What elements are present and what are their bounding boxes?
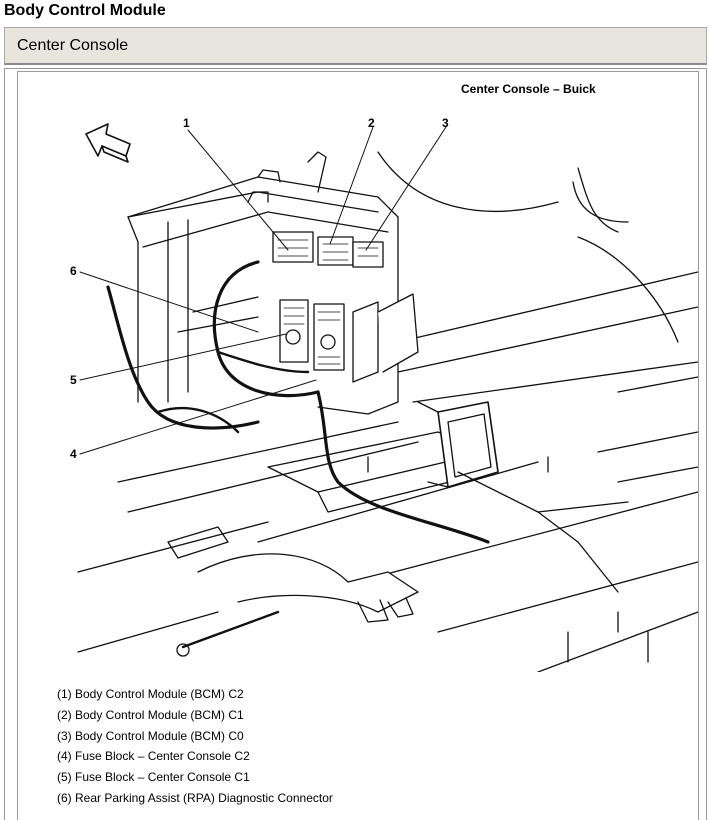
legend-item: (2) Body Control Module (BCM) C1 [57,707,244,722]
callout-2: 2 [368,116,375,130]
callout-5: 5 [70,373,77,387]
legend-item: (3) Body Control Module (BCM) C0 [57,728,244,743]
figure-panel: Center Console – Buick 1 2 3 4 5 6 (1) B… [17,71,699,820]
legend-item: (4) Fuse Block – Center Console C2 [57,749,250,764]
direction-arrow-icon [85,123,131,163]
figure-frame [4,68,707,820]
legend-item: (1) Body Control Module (BCM) C2 [57,687,244,701]
figure-legend: (1) Body Control Module (BCM) C2 (2) Bod… [57,684,333,809]
callout-6: 6 [70,264,77,278]
page-title: Body Control Module [4,2,166,19]
legend-item: (6) Rear Parking Assist (RPA) Diagnostic… [57,790,333,805]
section-title: Center Console [17,37,129,54]
callout-4: 4 [70,447,77,461]
figure-caption: Center Console – Buick [461,82,596,96]
section-header: Center Console [4,27,707,65]
center-console-illustration [77,123,698,672]
legend-item: (5) Fuse Block – Center Console C1 [57,770,250,785]
callout-3: 3 [442,116,449,130]
callout-1: 1 [183,116,190,130]
